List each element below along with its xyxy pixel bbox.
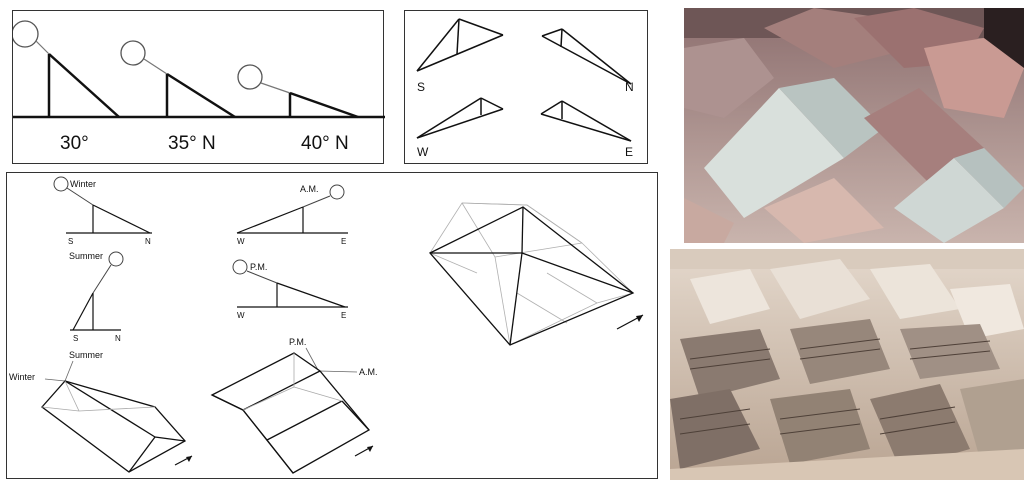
wall-line	[561, 29, 562, 47]
roof-line	[237, 207, 303, 233]
sun-icon	[330, 185, 344, 199]
shadow-slope	[290, 93, 358, 117]
roof-line	[73, 293, 93, 330]
roof-line	[459, 19, 503, 35]
label-e: E	[341, 311, 346, 320]
massing-model-illustration	[684, 8, 1024, 243]
orientation-panel: S N W E	[404, 10, 648, 164]
sun-ray	[36, 41, 49, 54]
label-w: W	[237, 311, 245, 320]
pointer-line	[65, 361, 73, 381]
label-w: W	[417, 145, 429, 159]
latitude-diagram: 30° 35° N 40° N	[13, 11, 385, 165]
pointer-line	[306, 348, 318, 370]
latitude-label-30: 30°	[60, 133, 89, 154]
sun-ray	[67, 188, 93, 205]
roof-line	[417, 19, 459, 71]
wall-line	[457, 19, 459, 54]
urban-model-illustration	[670, 249, 1024, 480]
shadow-slope	[49, 54, 119, 117]
roof-line	[481, 98, 503, 109]
label-w: W	[237, 237, 245, 246]
label-summer: Summer	[69, 350, 103, 360]
label-summer: Summer	[69, 251, 103, 261]
sun-ray	[247, 271, 277, 283]
shadow-slope	[167, 74, 235, 117]
label-e: E	[341, 237, 346, 246]
label-am: A.M.	[300, 184, 319, 194]
sun-icon	[121, 41, 145, 65]
base-line	[541, 114, 631, 141]
label-n: N	[145, 237, 151, 246]
sun-icon	[13, 21, 38, 47]
base-line	[542, 36, 631, 84]
label-pm: P.M.	[250, 262, 267, 272]
roof-line	[541, 101, 562, 114]
label-am: A.M.	[359, 367, 378, 377]
label-winter: Winter	[70, 179, 96, 189]
roof-form-1-hidden	[42, 381, 155, 411]
sun-icon	[54, 177, 68, 191]
roof-line	[542, 29, 562, 36]
pointer-line	[320, 371, 357, 372]
roof-form-3	[430, 207, 633, 345]
sun-ray	[261, 83, 290, 93]
roof-line	[417, 98, 481, 138]
latitude-label-35: 35° N	[168, 133, 216, 154]
roof-line	[277, 283, 345, 307]
urban-model-photo	[670, 249, 1024, 480]
label-n: N	[115, 334, 121, 343]
label-pm: P.M.	[289, 337, 306, 347]
roof-form-2	[212, 353, 369, 473]
label-s: S	[73, 334, 78, 343]
sun-ray	[303, 196, 330, 207]
season-diagram: Winter S N Summer S N A.M. W E P.M. W E	[7, 173, 659, 480]
base-line	[417, 109, 503, 138]
sun-icon	[109, 252, 123, 266]
season-panel: Winter S N Summer S N A.M. W E P.M. W E	[6, 172, 658, 479]
base-line	[417, 35, 503, 71]
sun-ray	[144, 59, 167, 74]
sun-icon	[238, 65, 262, 89]
roof-line	[562, 29, 631, 84]
roof-form-3-hidden	[430, 203, 633, 345]
label-e: E	[625, 145, 633, 159]
sun-icon	[233, 260, 247, 274]
label-winter: Winter	[9, 372, 35, 382]
orientation-diagram: S N W E	[405, 11, 649, 165]
sun-ray	[93, 265, 111, 293]
latitude-label-40: 40° N	[301, 133, 349, 154]
label-s: S	[417, 80, 425, 94]
roof-form-1	[42, 381, 185, 472]
label-s: S	[68, 237, 73, 246]
pointer-line	[45, 379, 65, 381]
roof-form-2-hidden	[243, 353, 342, 410]
roof-line	[562, 101, 631, 141]
label-n: N	[625, 80, 634, 94]
latitude-panel: 30° 35° N 40° N	[12, 10, 384, 164]
roof-line	[93, 205, 150, 233]
massing-model-photo	[684, 8, 1024, 243]
